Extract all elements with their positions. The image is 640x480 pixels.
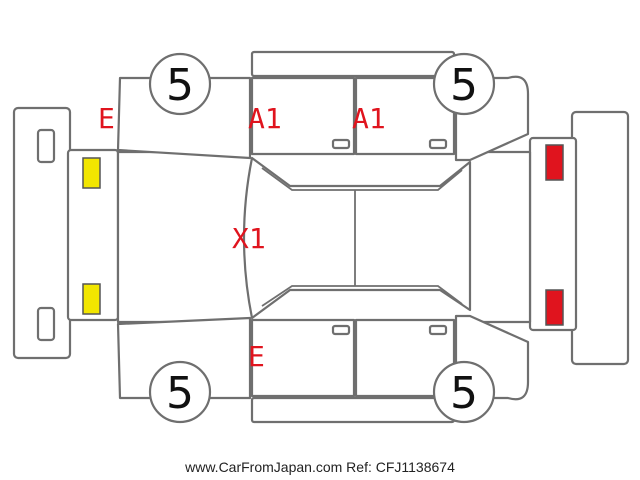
- bottom-rear-door-handle: [428, 324, 448, 336]
- top-rear-door-handle: [428, 138, 448, 150]
- damage-mark-top-front-door: A1: [248, 102, 282, 135]
- side-view-top: [116, 50, 530, 162]
- wheel-rear-right: 5: [432, 360, 496, 424]
- damage-mark-bottom-front-door: E: [248, 340, 265, 373]
- car-body-top: [116, 150, 532, 324]
- bottom-front-door-handle: [331, 324, 351, 336]
- top-roof-rail: [250, 50, 456, 78]
- rear-window-line: [261, 285, 463, 307]
- wheel-front-left-value: 5: [166, 60, 194, 111]
- damage-mark-top-left: E: [98, 102, 115, 135]
- front-left-mirror: [36, 128, 56, 164]
- top-front-door-handle: [331, 138, 351, 150]
- front-left-headlamp: [82, 157, 101, 189]
- wheel-rear-right-value: 5: [450, 368, 478, 419]
- front-right-mirror: [36, 306, 56, 342]
- bottom-roof-rail: [250, 396, 456, 424]
- rear-bumper-panel: [570, 110, 630, 366]
- front-view: [12, 106, 120, 360]
- damage-mark-roof: X1: [232, 222, 266, 255]
- wheel-front-left: 5: [148, 52, 212, 116]
- footer-reference: www.CarFromJapan.com Ref: CFJ1138674: [184, 459, 455, 475]
- wheel-front-right: 5: [432, 52, 496, 116]
- wheel-rear-left-value: 5: [166, 368, 194, 419]
- rear-left-taillamp: [545, 144, 564, 181]
- wheel-rear-left: 5: [148, 360, 212, 424]
- front-right-headlamp: [82, 283, 101, 315]
- damage-mark-top-rear-door: A1: [352, 102, 386, 135]
- windshield-line: [261, 167, 463, 191]
- wheel-front-right-value: 5: [450, 60, 478, 111]
- rear-right-taillamp: [545, 289, 564, 326]
- roof-outline: [242, 156, 472, 320]
- rear-view: [528, 110, 630, 366]
